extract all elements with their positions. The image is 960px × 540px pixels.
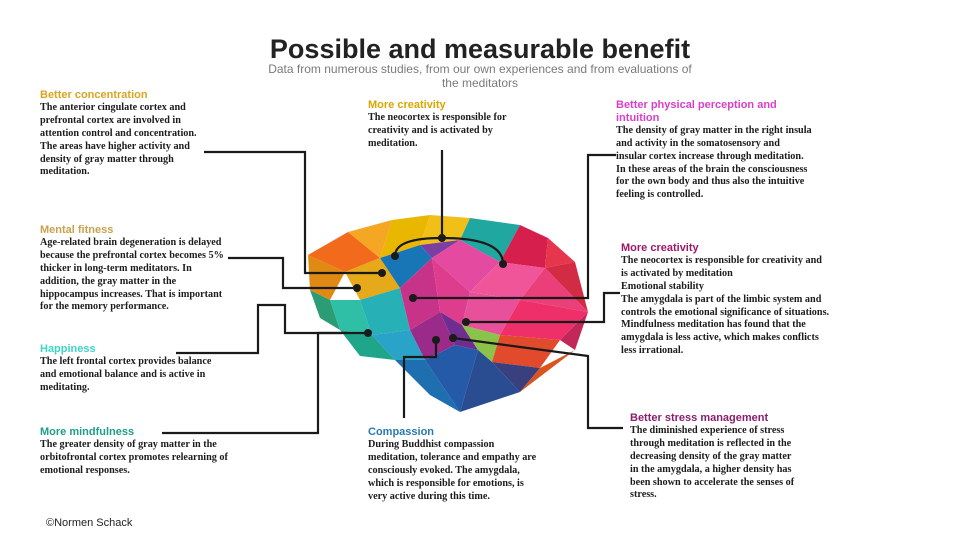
connector-mental-fitness (228, 256, 357, 290)
dot-creativity-top (438, 234, 446, 242)
dot-compassion (432, 336, 440, 344)
connector-lines (162, 150, 623, 435)
benefit-body: Age-related brain degeneration is delaye… (40, 236, 224, 313)
brain-illustration (308, 215, 588, 412)
dot-mental-fitness (353, 284, 361, 292)
dot-creativity-right-arc (499, 260, 507, 268)
benefit-body: The anterior cingulate cortex and prefro… (40, 101, 197, 178)
benefit-body: The density of gray matter in the right … (616, 124, 812, 201)
dot-creativity-right (462, 318, 470, 326)
benefit-body: The neocortex is responsible for creativ… (621, 254, 822, 279)
benefit-creativity-right: More creativity The neocortex is respons… (621, 242, 831, 358)
benefit-heading: Happiness (40, 343, 96, 355)
benefit-heading: More creativity (621, 242, 699, 254)
benefit-creativity-top: More creativity The neocortex is respons… (368, 99, 540, 151)
dot-creativity-left (391, 252, 399, 260)
benefit-heading: Compassion (368, 426, 435, 438)
connector-happiness (176, 303, 368, 355)
connector-compassion (402, 340, 438, 418)
benefit-mental-fitness: Mental fitness Age-related brain degener… (40, 224, 226, 314)
benefit-body: During Buddhist compassion meditation, t… (368, 438, 537, 502)
connector-stress (452, 336, 623, 430)
dot-happiness (364, 329, 372, 337)
benefit-mindfulness: More mindfulness The greater density of … (40, 426, 232, 478)
benefit-stress: Better stress management The diminished … (630, 412, 800, 502)
connector-dots (353, 234, 507, 344)
benefit-subheading: Emotional stability (621, 280, 704, 292)
page-subtitle: Data from numerous studies, from our own… (268, 62, 692, 90)
benefit-heading: Better concentration (40, 89, 148, 101)
page-title: Possible and measurable benefit (269, 34, 691, 64)
connector-mindfulness (162, 331, 342, 435)
benefit-heading: Better physical perception and intuition (616, 99, 777, 124)
benefit-heading: Mental fitness (40, 224, 114, 236)
benefit-heading: More mindfulness (40, 426, 135, 438)
dot-concentration (378, 269, 386, 277)
benefit-perception: Better physical perception and intuition… (616, 99, 812, 202)
dot-perception (409, 294, 417, 302)
benefit-body: The diminished experience of stress thro… (630, 424, 795, 501)
connector-perception (413, 153, 616, 300)
benefit-body: The left frontal cortex provides balance… (40, 355, 212, 393)
benefit-compassion: Compassion During Buddhist compassion me… (368, 426, 540, 503)
benefit-body-extra: The amygdala is part of the limbic syste… (621, 293, 830, 357)
benefit-heading: More creativity (368, 99, 446, 111)
benefit-body: The neocortex is responsible for creativ… (368, 111, 507, 149)
benefit-heading: Better stress management (630, 412, 769, 424)
benefit-concentration: Better concentration The anterior cingul… (40, 89, 210, 179)
connector-concentration (204, 150, 382, 275)
benefit-body: The greater density of gray matter in th… (40, 438, 228, 476)
connector-creativity-right (466, 291, 620, 324)
benefit-happiness: Happiness The left frontal cortex provid… (40, 343, 230, 395)
copyright-credit: ©Normen Schack (46, 517, 133, 529)
dot-stress (449, 334, 457, 342)
